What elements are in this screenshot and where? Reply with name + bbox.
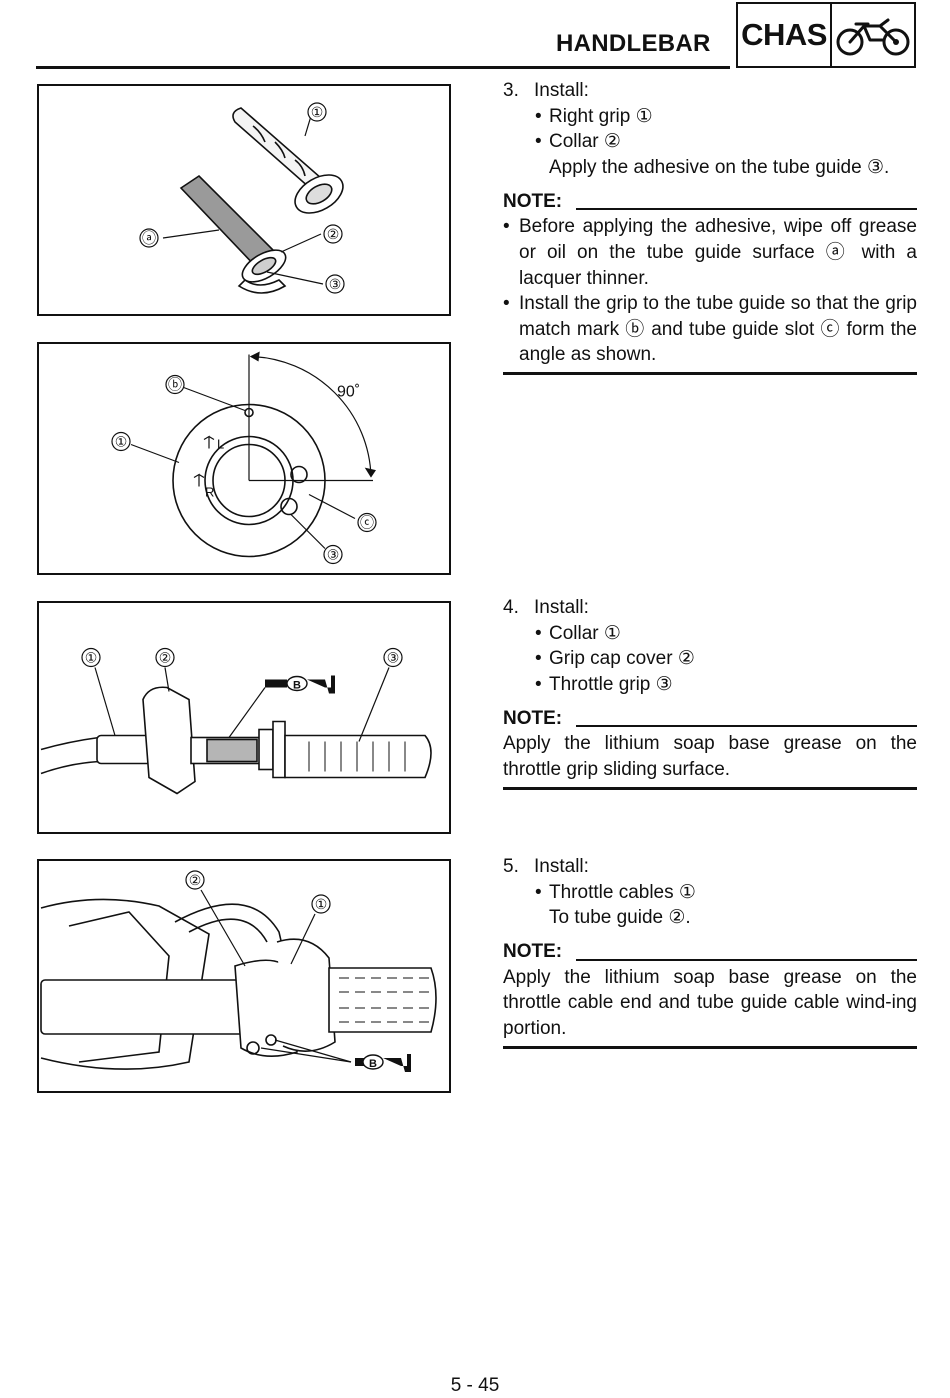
install-item: Collar ① [503, 621, 917, 647]
section-badge: CHAS [736, 2, 916, 68]
install-instruction: To tube guide ②. [549, 907, 691, 929]
figure-grip-install: ① ② ③ ⓐ [37, 84, 451, 316]
page-title: HANDLEBAR [556, 30, 711, 57]
motorcycle-icon [832, 4, 914, 66]
install-item: Throttle cables ① [503, 880, 917, 906]
note-heading: NOTE: [503, 190, 917, 214]
step-5: 5. Install: Throttle cables ① To tube gu… [503, 854, 917, 1049]
callout-throttle-grip: ③ [387, 650, 400, 666]
step-number: 5. [503, 856, 519, 877]
install-item: Right grip ① [503, 104, 917, 130]
note-end-rule [503, 1045, 917, 1049]
note-label: NOTE: [503, 190, 563, 212]
callout-grip-cap-cover: ② [159, 650, 172, 666]
install-item: Grip cap cover ② [503, 646, 917, 672]
mark-left: L [217, 437, 224, 452]
grease-mark-label: B [369, 1058, 377, 1070]
step-title: Install: [534, 856, 589, 877]
note-heading: NOTE: [503, 941, 917, 965]
note-end-rule [503, 371, 917, 375]
callout-right-grip: ① [311, 104, 324, 120]
note-heading: NOTE: [503, 707, 917, 731]
page-number: 5 - 45 [450, 1375, 500, 1396]
note-item: Before applying the adhesive, wipe off g… [503, 214, 917, 291]
install-instruction: Apply the adhesive on the tube guide ③. [549, 156, 890, 178]
step-number: 3. [503, 80, 519, 101]
step-3: 3. Install: Right grip ① Collar ② Apply … [503, 78, 917, 375]
angle-label: 90˚ [337, 384, 360, 401]
figure-throttle-cables: B ② ① [37, 859, 451, 1093]
install-item: Throttle grip ③ [503, 672, 917, 698]
step-title: Install: [534, 80, 589, 101]
callout-tube-guide: ② [189, 872, 202, 888]
step-number: 4. [503, 597, 519, 618]
mark-right: R [205, 485, 214, 500]
step-title: Install: [534, 597, 589, 618]
callout-collar: ① [85, 650, 98, 666]
note-label: NOTE: [503, 941, 563, 963]
callout-match-mark: ⓑ [168, 377, 182, 393]
step-4: 4. Install: Collar ① Grip cap cover ② Th… [503, 595, 917, 790]
note-text: Apply the lithium soap base grease on th… [503, 966, 917, 1039]
figure-throttle-grip: B ① ② ③ [37, 601, 451, 834]
grease-mark-label: B [293, 680, 301, 692]
note-label: NOTE: [503, 707, 563, 729]
callout-tube-guide: ③ [327, 547, 340, 563]
callout-guide-surface: ⓐ [142, 230, 156, 246]
section-badge-label: CHAS [738, 4, 832, 66]
install-item: Collar ② [503, 129, 917, 155]
note-text: Apply the lithium soap base grease on th… [503, 733, 917, 780]
callout-tube-guide: ③ [329, 276, 342, 292]
callout-guide-slot: ⓒ [360, 515, 374, 531]
note-item: Install the grip to the tube guide so th… [503, 291, 917, 368]
note-end-rule [503, 786, 917, 790]
header-rule [36, 66, 730, 69]
callout-grip: ① [115, 434, 128, 450]
callout-throttle-cables: ① [315, 896, 328, 912]
callout-collar: ② [327, 226, 340, 242]
figure-alignment-angle: L R 90˚ ⓑ ① ⓒ ③ [37, 342, 451, 575]
